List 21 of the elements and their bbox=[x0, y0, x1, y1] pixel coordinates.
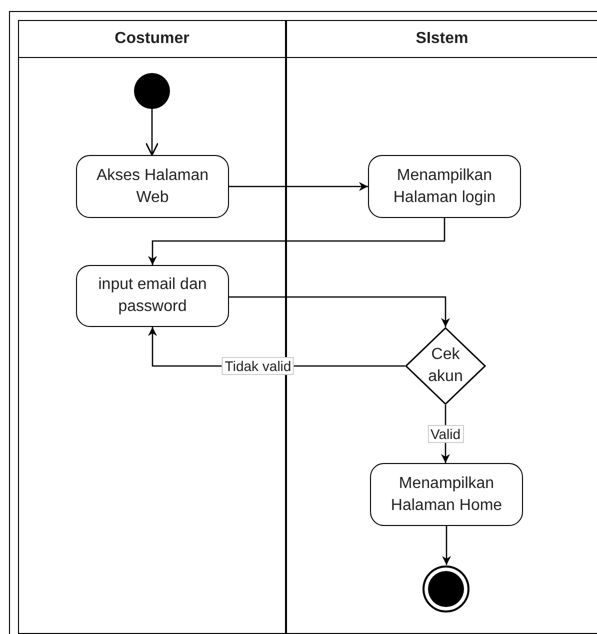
activity-box bbox=[76, 155, 229, 218]
node-label: Menampilkan Halaman login bbox=[392, 166, 497, 208]
edge-label: Valid bbox=[427, 425, 464, 443]
lane-header: Costumer bbox=[114, 29, 190, 49]
activity-box bbox=[76, 265, 229, 327]
lane-header: SIstem bbox=[414, 29, 470, 49]
arrow bbox=[229, 182, 368, 191]
activity-box bbox=[368, 155, 521, 218]
arrow bbox=[148, 218, 446, 265]
arrow bbox=[229, 296, 450, 327]
edge-label: Tidak valid bbox=[222, 357, 294, 375]
node-label: Cek akun bbox=[427, 345, 464, 387]
node-label: input email dan password bbox=[97, 275, 208, 317]
activity-box bbox=[370, 463, 523, 526]
node-label: Akses Halaman Web bbox=[95, 166, 210, 208]
decision-diamond bbox=[405, 327, 486, 405]
arrow bbox=[442, 526, 451, 565]
start-node bbox=[134, 73, 170, 109]
end-node bbox=[422, 565, 470, 613]
node-label: Menampilkan Halaman Home bbox=[390, 474, 504, 516]
arrow bbox=[145, 109, 159, 156]
